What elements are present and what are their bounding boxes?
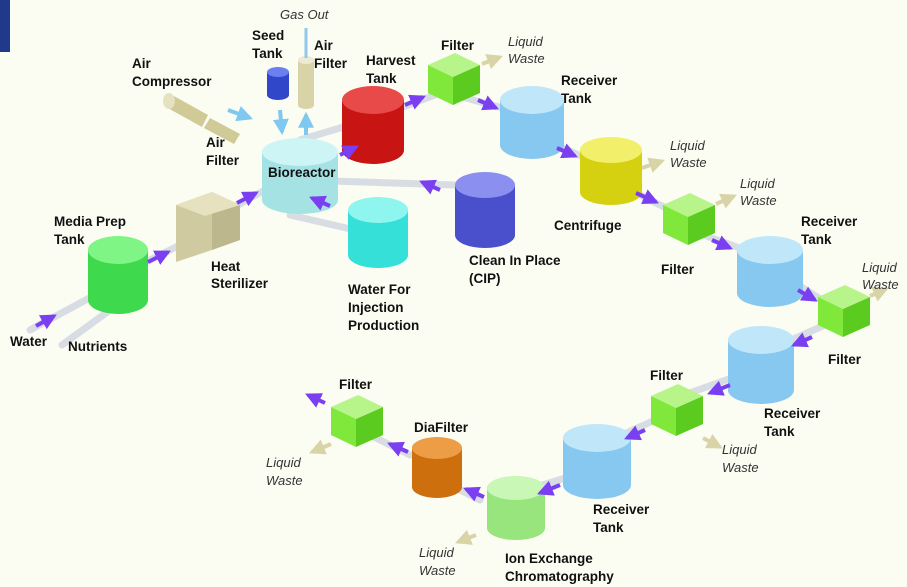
label-liquid-waste-2b: Waste (670, 155, 707, 170)
label-wfi-1: Water For (348, 282, 411, 297)
receiver-tank-1 (500, 86, 564, 159)
flow-arrows (35, 94, 818, 502)
filter-cube-5 (331, 395, 383, 447)
diafilter (412, 437, 462, 498)
label-ion-exchange-2: Chromatography (505, 569, 614, 584)
label-heat-sterilizer-2: Sterilizer (211, 276, 269, 291)
label-air-filter-top-2: Filter (314, 56, 348, 71)
label-liquid-waste-7a: Liquid (266, 455, 301, 470)
corner-tab (0, 0, 10, 52)
label-air-filter-top-1: Air (314, 38, 334, 53)
label-centrifuge: Centrifuge (554, 218, 622, 233)
label-receiver-tank-2a: Receiver (801, 214, 858, 229)
label-ion-exchange-1: Ion Exchange (505, 551, 593, 566)
label-harvest-tank-2: Tank (366, 71, 397, 86)
label-filter-5: Filter (339, 377, 373, 392)
receiver-tank-2 (737, 236, 803, 307)
waste-arrows (309, 54, 889, 545)
label-diafilter: DiaFilter (414, 420, 469, 435)
airflow-arrows (227, 106, 314, 136)
label-water: Water (10, 334, 48, 349)
label-liquid-waste-5b: Waste (722, 460, 759, 475)
label-filter-4: Filter (650, 368, 684, 383)
label-filter-3: Filter (828, 352, 862, 367)
label-liquid-waste-4a: Liquid (862, 260, 897, 275)
heat-sterilizer (176, 192, 240, 262)
label-receiver-tank-1a: Receiver (561, 73, 618, 88)
label-seed-tank-1: Seed (252, 28, 284, 43)
receiver-tank-3 (728, 326, 794, 404)
filter-cube-4 (651, 384, 703, 436)
harvest-tank (342, 86, 404, 164)
filter-cube-1 (428, 53, 480, 105)
receiver-tank-4 (563, 424, 631, 499)
label-cip-2: (CIP) (469, 271, 501, 286)
label-receiver-tank-2b: Tank (801, 232, 832, 247)
water-for-injection-tank (348, 197, 408, 268)
label-seed-tank-2: Tank (252, 46, 283, 61)
label-air-compressor-2: Compressor (132, 74, 212, 89)
label-bioreactor: Bioreactor (268, 165, 336, 180)
label-liquid-waste-4b: Waste (862, 277, 899, 292)
ion-exchange-column (487, 476, 545, 540)
cip-tank (455, 172, 515, 248)
label-harvest-tank-1: Harvest (366, 53, 416, 68)
label-gas-out: Gas Out (280, 7, 330, 22)
seed-tank (267, 67, 289, 100)
label-heat-sterilizer-1: Heat (211, 259, 241, 274)
label-receiver-tank-3b: Tank (764, 424, 795, 439)
labels: Water Nutrients Media Prep Tank Heat Ste… (10, 7, 899, 584)
label-media-prep-1: Media Prep (54, 214, 126, 229)
label-air-filter-low-2: Filter (206, 153, 240, 168)
label-filter-1: Filter (441, 38, 475, 53)
label-receiver-tank-4b: Tank (593, 520, 624, 535)
label-nutrients: Nutrients (68, 339, 127, 354)
label-cip-1: Clean In Place (469, 253, 561, 268)
label-receiver-tank-1b: Tank (561, 91, 592, 106)
label-liquid-waste-7b: Waste (266, 473, 303, 488)
air-filter-top (298, 28, 314, 109)
air-compressor (163, 93, 240, 144)
label-filter-2: Filter (661, 262, 695, 277)
label-wfi-2: Injection (348, 300, 404, 315)
label-media-prep-2: Tank (54, 232, 85, 247)
label-liquid-waste-6b: Waste (419, 563, 456, 578)
label-wfi-3: Production (348, 318, 419, 333)
label-receiver-tank-3a: Receiver (764, 406, 821, 421)
label-liquid-waste-1b: Waste (508, 51, 545, 66)
label-air-compressor-1: Air (132, 56, 152, 71)
label-air-filter-low-1: Air (206, 135, 226, 150)
label-liquid-waste-5a: Liquid (722, 442, 757, 457)
label-liquid-waste-1a: Liquid (508, 34, 543, 49)
label-liquid-waste-3a: Liquid (740, 176, 775, 191)
label-liquid-waste-3b: Waste (740, 193, 777, 208)
filter-cube-2 (663, 193, 715, 245)
label-liquid-waste-2a: Liquid (670, 138, 705, 153)
media-prep-tank (88, 236, 148, 314)
filter-cube-3 (818, 285, 870, 337)
centrifuge (580, 137, 642, 205)
label-receiver-tank-4a: Receiver (593, 502, 650, 517)
label-liquid-waste-6a: Liquid (419, 545, 454, 560)
